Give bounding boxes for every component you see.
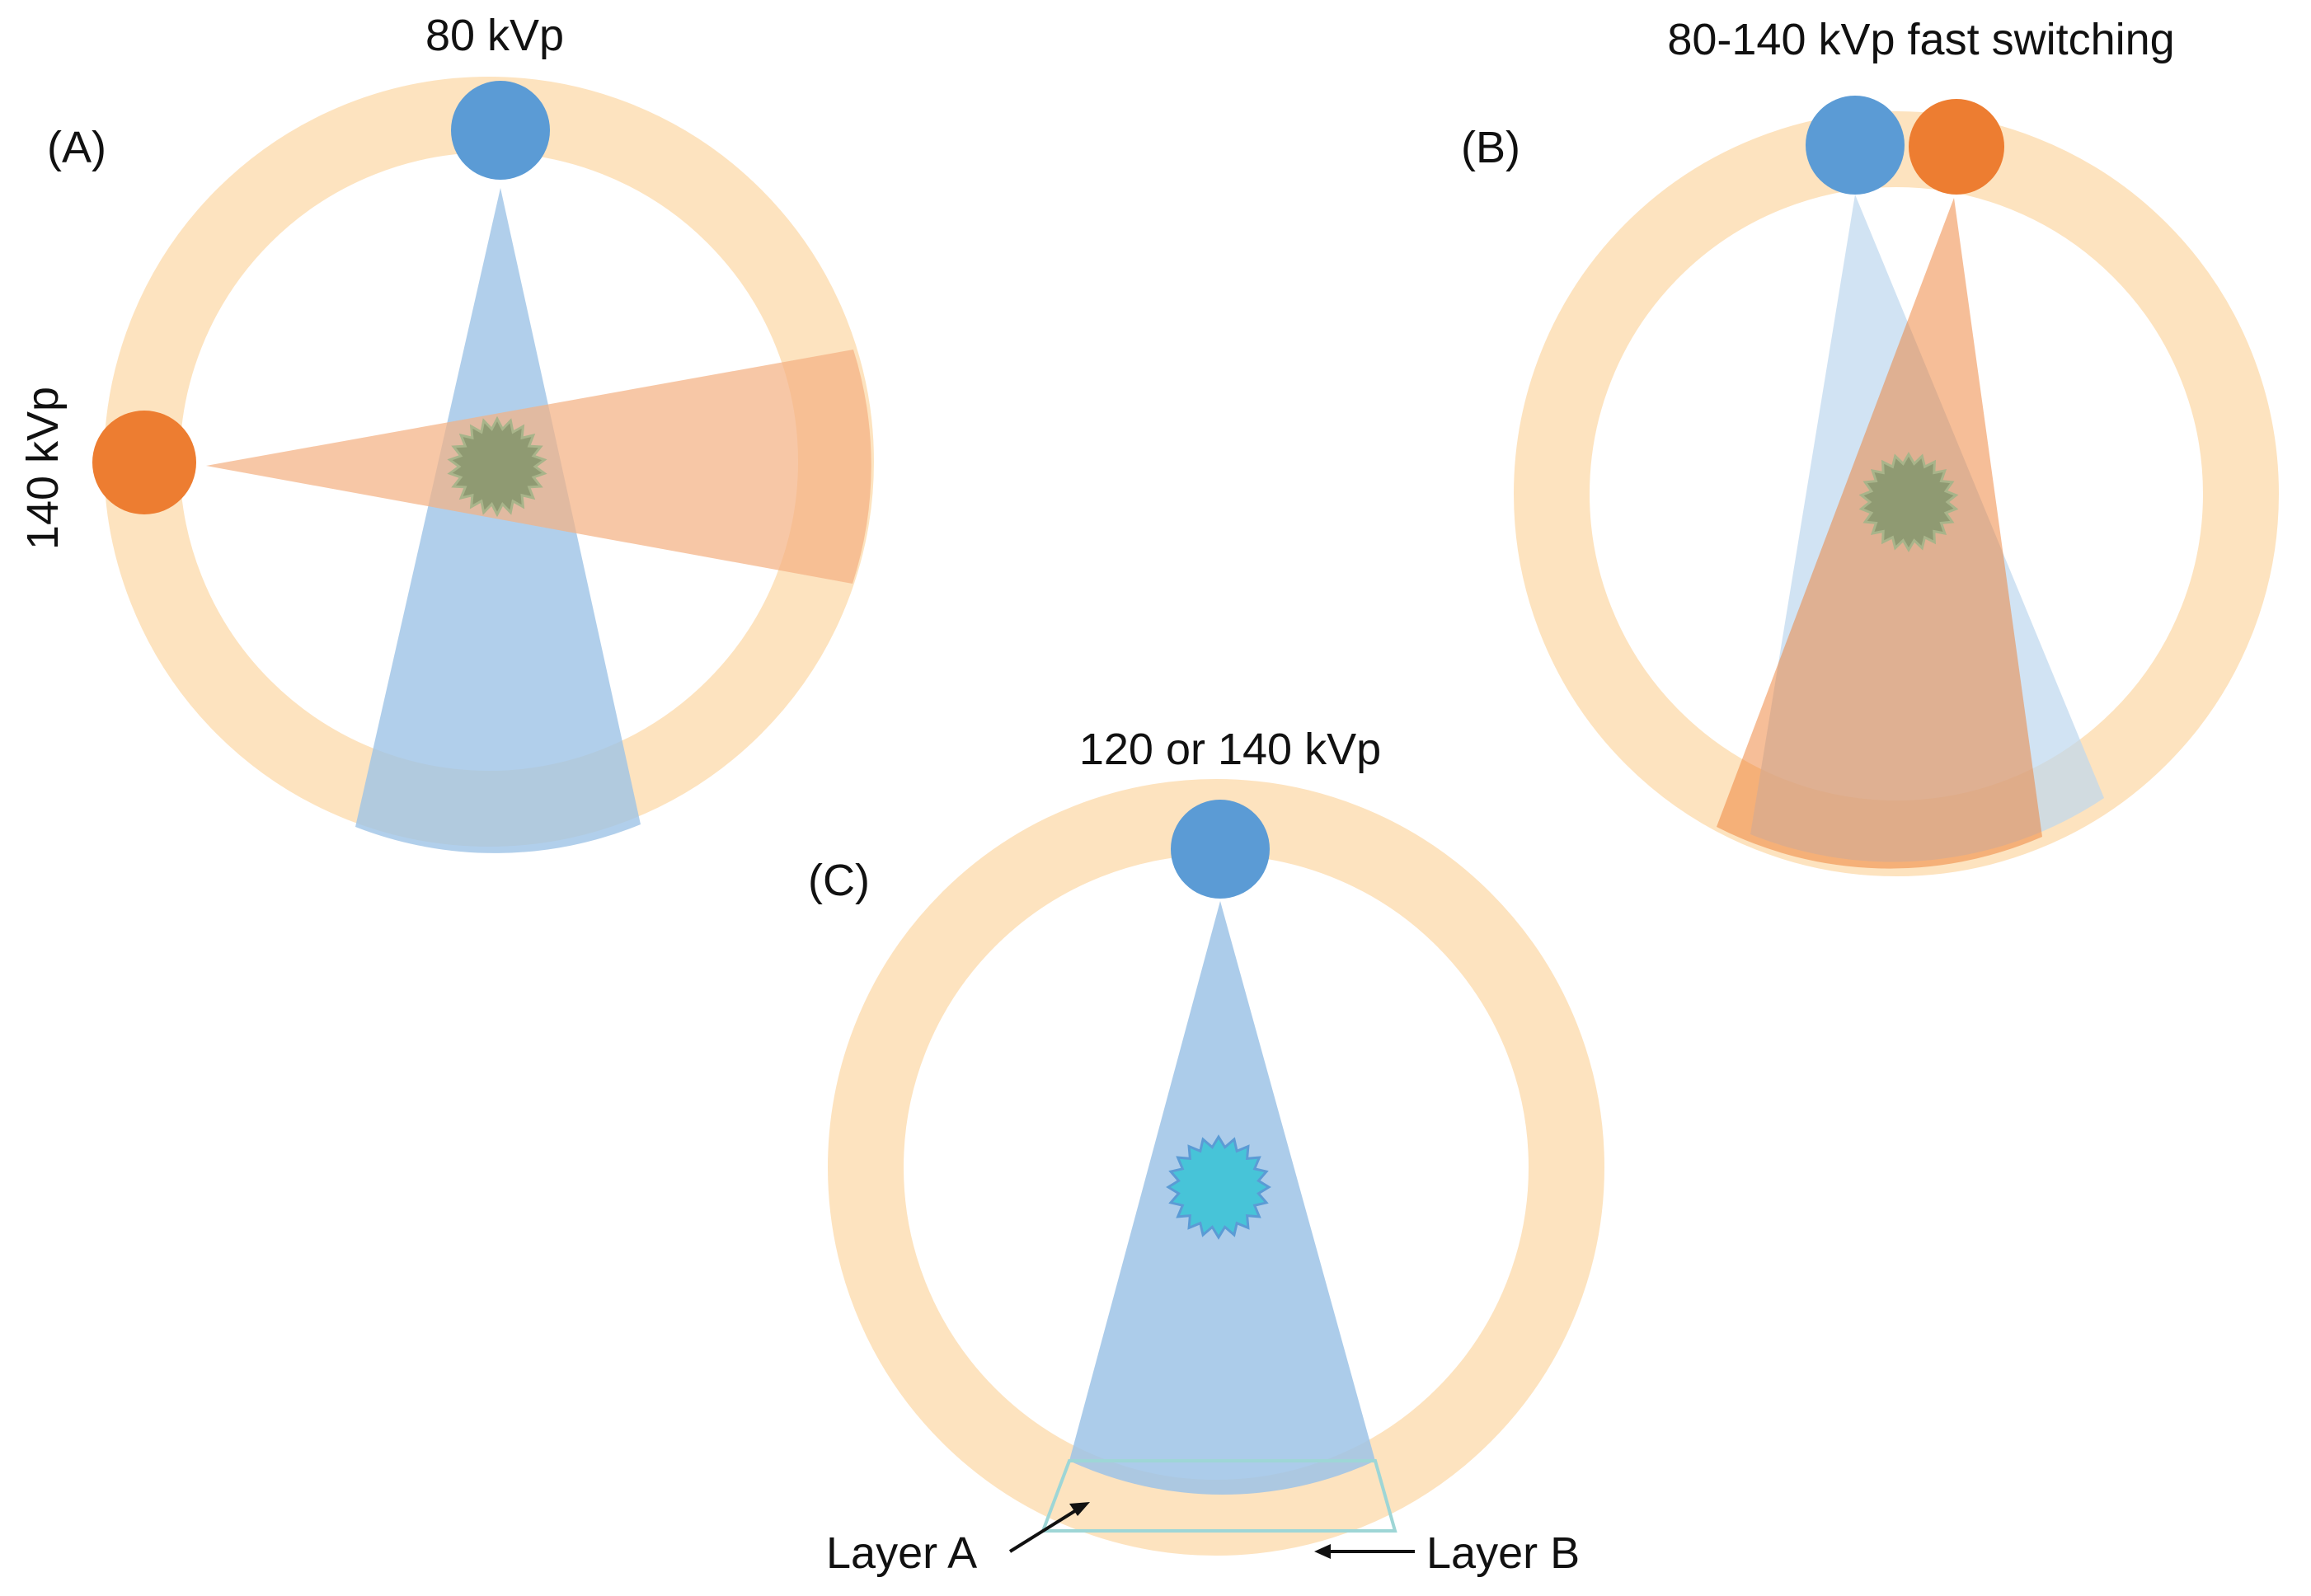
- layer-a-arrow: [1008, 1502, 1090, 1553]
- panel-label-c: (C): [808, 856, 870, 905]
- panel-c: (C) 120 or 140 kVp Layer A Layer B: [808, 725, 1604, 1578]
- layer-b-label: Layer B: [1426, 1528, 1580, 1578]
- lesion-starburst-icon-a: [447, 415, 547, 518]
- source-label-c: 120 or 140 kVp: [1079, 725, 1381, 774]
- side-source-label-a: 140 kVp: [18, 387, 68, 550]
- layer-b-arrow: [1314, 1544, 1415, 1559]
- panel-label-b: (B): [1461, 123, 1520, 172]
- lesion-starburst-icon-c: [1166, 1134, 1271, 1240]
- layer-a-label: Layer A: [826, 1528, 977, 1578]
- low-kvp-source-icon-b: [1806, 96, 1905, 195]
- source-label-b: 80-140 kVp fast switching: [1667, 15, 2174, 64]
- panel-label-a: (A): [47, 123, 106, 172]
- panel-a: (A) 80 kVp 140 kVp: [18, 11, 874, 853]
- source-icon-c: [1171, 800, 1270, 899]
- panel-b: (B) 80-140 kVp fast switching: [1461, 15, 2279, 876]
- high-kvp-beam-a: [206, 350, 871, 584]
- top-source-label-a: 80 kVp: [425, 11, 564, 60]
- high-kvp-source-icon-a: [92, 411, 196, 514]
- low-kvp-beam-a: [355, 188, 641, 853]
- lesion-starburst-icon-b: [1858, 452, 1959, 552]
- low-kvp-source-icon-a: [451, 81, 550, 180]
- detector-layers-c: [1040, 1459, 1397, 1533]
- high-kvp-source-icon-b: [1909, 99, 2004, 195]
